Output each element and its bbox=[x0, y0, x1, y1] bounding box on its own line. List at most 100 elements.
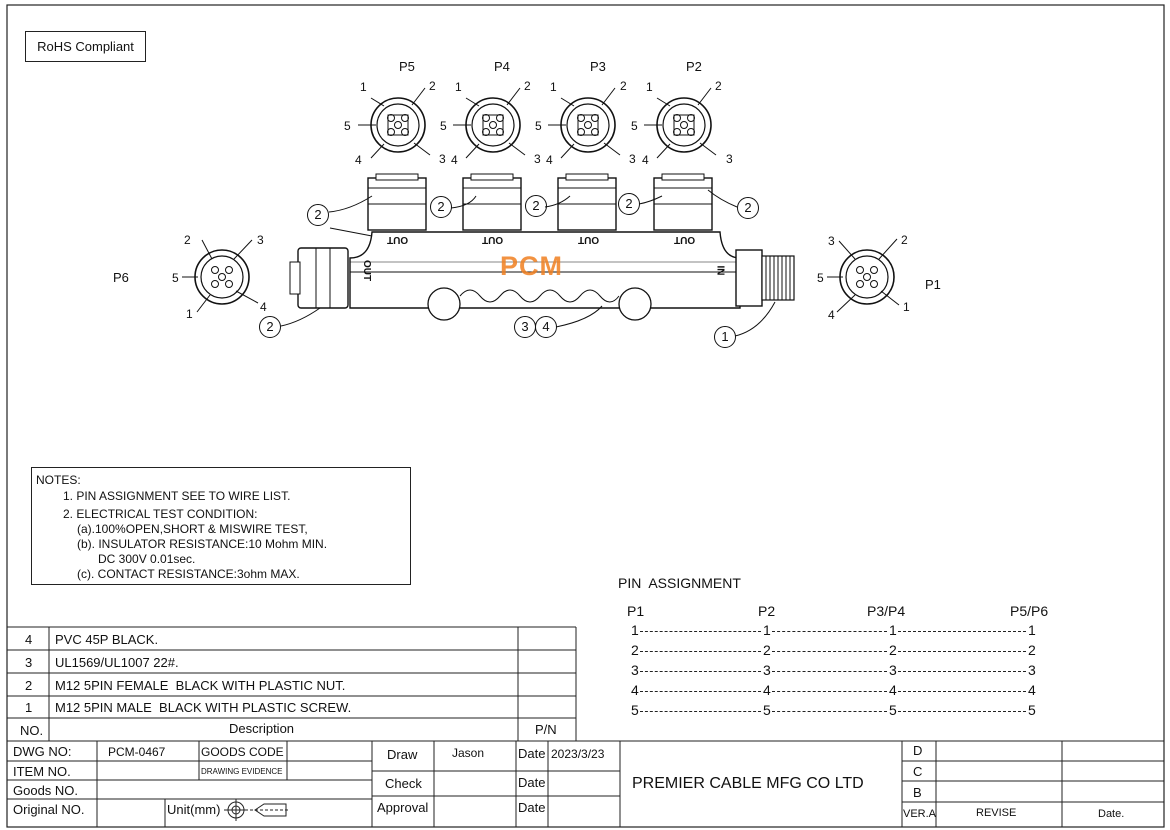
callout-2-p3: 2 bbox=[525, 195, 547, 217]
p6-pin-2: 2 bbox=[184, 233, 191, 247]
pin-assignment-cell: 1 bbox=[630, 622, 640, 638]
pin-assignment-cell: 3 bbox=[1027, 662, 1037, 678]
p6-pin-1: 1 bbox=[186, 307, 193, 321]
notes-line-4: (b). INSULATOR RESISTANCE:10 Mohm MIN. bbox=[77, 537, 328, 551]
p2-pin-1: 1 bbox=[646, 80, 653, 94]
pcm-logo: PCM bbox=[500, 251, 563, 281]
pin-assignment-cell: 4 bbox=[888, 682, 898, 698]
p1-pin-2: 2 bbox=[901, 233, 908, 247]
bom-row-2-desc: M12 5PIN FEMALE BLACK WITH PLASTIC NUT. bbox=[55, 678, 346, 693]
notes-title: NOTES: bbox=[36, 473, 81, 487]
port-label-p2: P2 bbox=[686, 59, 702, 74]
pin-assignment-dash bbox=[640, 631, 761, 632]
rohs-badge: RoHS Compliant bbox=[25, 31, 146, 62]
p2-pin-2: 2 bbox=[715, 79, 722, 93]
pin-assignment-cell: 4 bbox=[630, 682, 640, 698]
p5-pin-4: 4 bbox=[355, 153, 362, 167]
p3-pin-4: 4 bbox=[546, 153, 553, 167]
callout-4: 4 bbox=[535, 316, 557, 338]
notes-line-5: DC 300V 0.01sec. bbox=[98, 552, 196, 566]
approval-label: Approval bbox=[377, 800, 429, 815]
unit-label: Unit(mm) bbox=[167, 802, 221, 817]
bom-row-1-no: 1 bbox=[25, 700, 33, 715]
pin-assignment-dash bbox=[898, 631, 1026, 632]
notes-line-3: (a).100%OPEN,SHORT & MISWIRE TEST, bbox=[77, 522, 308, 536]
pin-assignment-dash bbox=[898, 651, 1026, 652]
p1-pin-4: 4 bbox=[828, 308, 835, 322]
p3-pin-5: 5 bbox=[535, 119, 542, 133]
notes-line-6: (c). CONTACT RESISTANCE:3ohm MAX. bbox=[77, 567, 300, 581]
pin-assignment-cell: 2 bbox=[762, 642, 772, 658]
bom-row-4-desc: PVC 45P BLACK. bbox=[55, 632, 159, 647]
pin-assignment-cell: 3 bbox=[630, 662, 640, 678]
pin-assignment-cell: 2 bbox=[1027, 642, 1037, 658]
p5-pin-1: 1 bbox=[360, 80, 367, 94]
draw-label: Draw bbox=[387, 747, 418, 762]
p1-pin-5: 5 bbox=[817, 271, 824, 285]
rev-row-d: D bbox=[913, 743, 923, 758]
callout-1: 1 bbox=[714, 326, 736, 348]
pin-assignment-cell: 5 bbox=[1027, 702, 1037, 718]
bom-header-no: NO. bbox=[20, 723, 44, 738]
pin-assignment-dash bbox=[898, 691, 1026, 692]
pin-assignment-cell: 2 bbox=[630, 642, 640, 658]
draw-name: Jason bbox=[452, 746, 485, 760]
rohs-text: RoHS Compliant bbox=[37, 39, 134, 54]
pin-assignment-dash bbox=[640, 691, 761, 692]
p4-pin-5: 5 bbox=[440, 119, 447, 133]
connector-p5 bbox=[367, 173, 427, 231]
port-p5-face bbox=[358, 87, 431, 159]
pin-assignment-dash bbox=[772, 711, 887, 712]
p5-pin-2: 2 bbox=[429, 79, 436, 93]
goods-code-label: GOODS CODE bbox=[201, 745, 284, 759]
pin-assignment-cell: 5 bbox=[630, 702, 640, 718]
p6-pin-4: 4 bbox=[260, 300, 267, 314]
check-label: Check bbox=[385, 776, 422, 791]
revise-label: REVISE bbox=[976, 807, 1017, 819]
callout-2-p2: 2 bbox=[618, 193, 640, 215]
p3-pin-2: 2 bbox=[620, 79, 627, 93]
drawing-frame bbox=[6, 4, 1165, 828]
p1-pin-1: 1 bbox=[903, 300, 910, 314]
pin-assignment-cell: 5 bbox=[762, 702, 772, 718]
p4-pin-3: 3 bbox=[534, 152, 541, 166]
p6-pin-5: 5 bbox=[172, 271, 179, 285]
pin-assignment-cell: 2 bbox=[888, 642, 898, 658]
pin-assignment-header-p5p6: P5/P6 bbox=[1010, 603, 1049, 619]
pin-assignment-cell: 4 bbox=[1027, 682, 1037, 698]
pin-assignment-cell: 5 bbox=[888, 702, 898, 718]
p5-pin-3: 3 bbox=[439, 152, 446, 166]
dwg-no-value: PCM-0467 bbox=[108, 745, 166, 759]
notes-box: NOTES: 1. PIN ASSIGNMENT SEE TO WIRE LIS… bbox=[31, 467, 411, 585]
original-no-label: Original NO. bbox=[13, 802, 85, 817]
port-p1-face bbox=[827, 238, 900, 313]
bom-row-3-desc: UL1569/UL1007 22#. bbox=[55, 655, 179, 670]
pin-assignment-cell: 1 bbox=[888, 622, 898, 638]
goods-no-label: Goods NO. bbox=[13, 783, 79, 798]
pin-assignment-cell: 3 bbox=[888, 662, 898, 678]
p4-pin-4: 4 bbox=[451, 153, 458, 167]
connector-p1 bbox=[735, 249, 795, 307]
p3-pin-1: 1 bbox=[550, 80, 557, 94]
port-label-p3: P3 bbox=[590, 59, 606, 74]
port-label-p6: P6 bbox=[113, 270, 129, 285]
pin-assignment-dash bbox=[640, 651, 761, 652]
pin-assignment-dash bbox=[772, 631, 887, 632]
p2-pin-3: 3 bbox=[726, 152, 733, 166]
ver-label: VER.A bbox=[903, 808, 937, 820]
port-p2-face bbox=[644, 87, 717, 159]
port-label-p1: P1 bbox=[925, 277, 941, 292]
p4-pin-1: 1 bbox=[455, 80, 462, 94]
date-label-2: Date bbox=[518, 775, 546, 790]
pin-assignment-dash bbox=[640, 671, 761, 672]
leader-lines bbox=[280, 189, 776, 337]
pin-assignment-header-p1: P1 bbox=[627, 603, 645, 619]
notes-line-2: 2. ELECTRICAL TEST CONDITION: bbox=[63, 507, 258, 521]
bom-header-desc: Description bbox=[229, 721, 295, 736]
p1-pin-3: 3 bbox=[828, 234, 835, 248]
date-label-3: Date bbox=[518, 800, 546, 815]
pin-assignment-dash bbox=[772, 651, 887, 652]
pin-assignment-cell: 1 bbox=[1027, 622, 1037, 638]
callout-2-p6: 2 bbox=[259, 316, 281, 338]
